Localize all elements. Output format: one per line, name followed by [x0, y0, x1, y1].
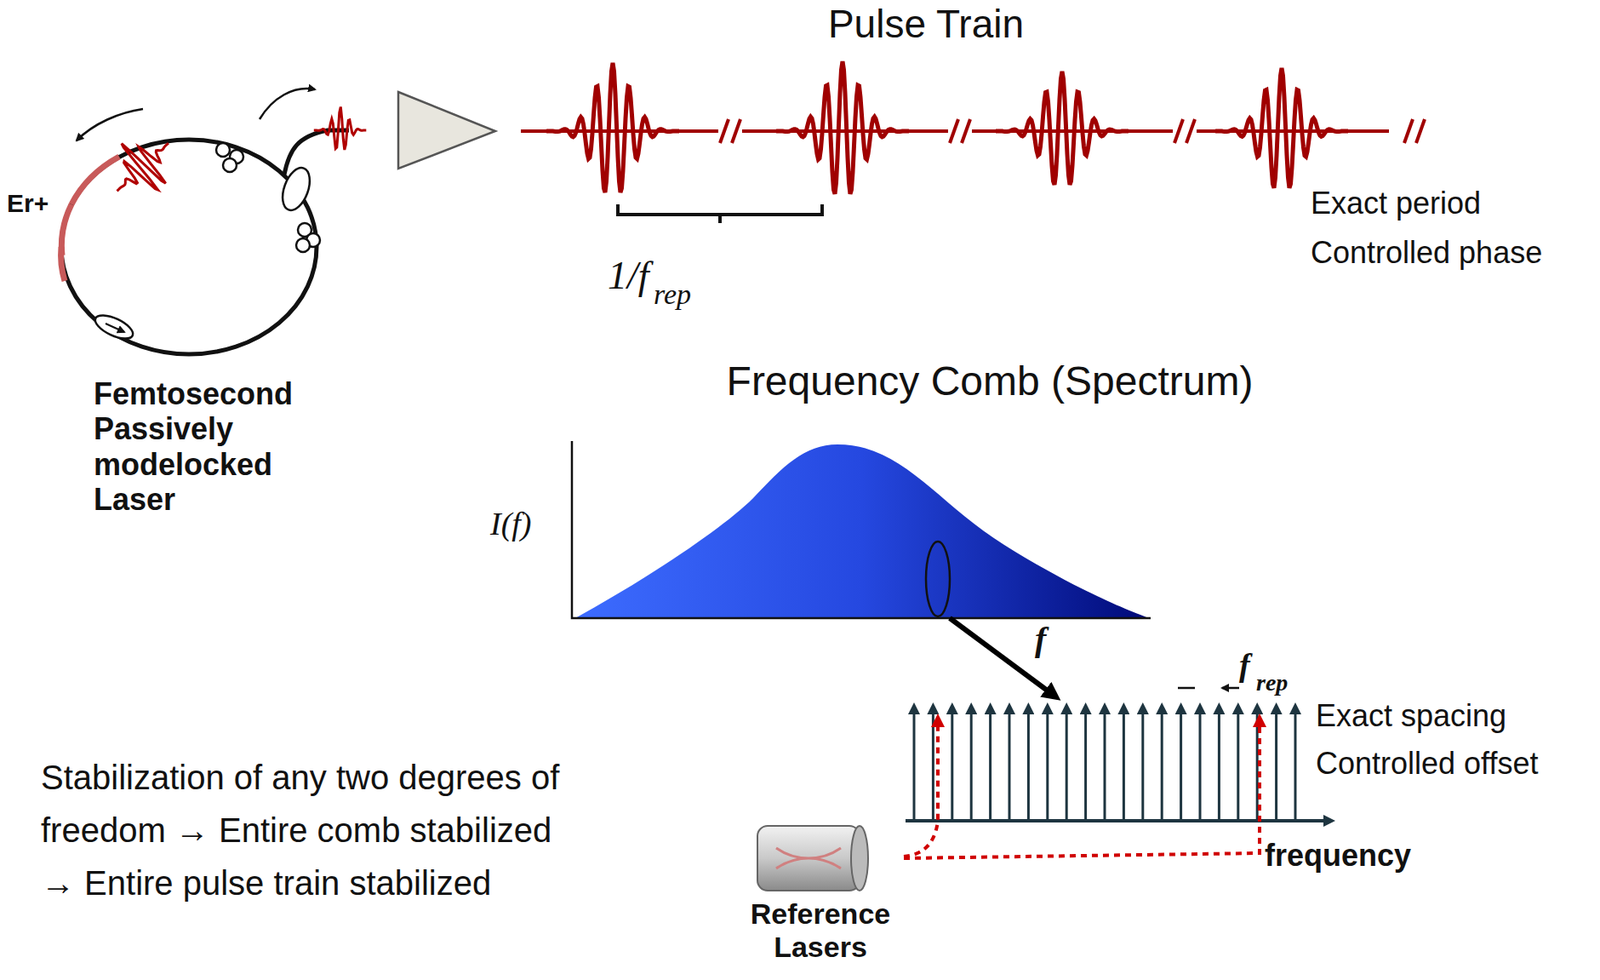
spacing-arrows [1177, 686, 1240, 690]
zoom-arrow [949, 617, 1056, 697]
period-label: 1/f [607, 253, 650, 299]
period-bracket [617, 204, 823, 223]
fiber-ring [61, 139, 317, 355]
er-doped-fiber [71, 156, 120, 205]
pulse-train [520, 61, 1427, 195]
pulse-illustration [117, 107, 367, 192]
laser-caption: Femtosecond Passively modelocked Laser [93, 376, 293, 518]
pulse-note: Exact period [1310, 185, 1481, 221]
axis-label: frequency [1264, 837, 1412, 873]
isolator [91, 310, 137, 343]
comb-teeth [914, 708, 1296, 819]
section-heading: Frequency Comb (Spectrum) [726, 357, 1254, 405]
spectrum-axes [571, 440, 1151, 618]
coupler [277, 164, 315, 214]
pol-controller [216, 142, 230, 157]
pulse-note: Controlled phase [1310, 234, 1543, 270]
spacing-label: f [1239, 646, 1251, 685]
output-fiber [284, 130, 349, 175]
stabilization-note: Stabilization of any two degrees of [40, 757, 560, 797]
comb-note: Exact spacing [1315, 697, 1507, 733]
stabilization-note: freedom → Entire comb stabilized [40, 810, 552, 850]
gain-label: Er+ [6, 188, 49, 219]
spectrum-envelope [575, 444, 1149, 618]
axis-label: I(f) [490, 505, 532, 543]
section-heading: Pulse Train [828, 1, 1024, 47]
reference-laser [757, 825, 860, 891]
subscript: rep [653, 277, 692, 311]
comb-note: Controlled offset [1315, 745, 1539, 781]
frequency-axis [905, 818, 1330, 823]
subscript: rep [1256, 668, 1288, 697]
axis-label: f [1034, 619, 1046, 659]
reference-caption: Reference Lasers [750, 897, 891, 964]
stabilization-note: → Entire pulse train stabilized [40, 862, 492, 903]
amplifier-triangle [398, 91, 496, 169]
reference-beat [903, 720, 938, 857]
direction-arrow [76, 108, 143, 141]
zoom-ellipse [925, 541, 950, 617]
